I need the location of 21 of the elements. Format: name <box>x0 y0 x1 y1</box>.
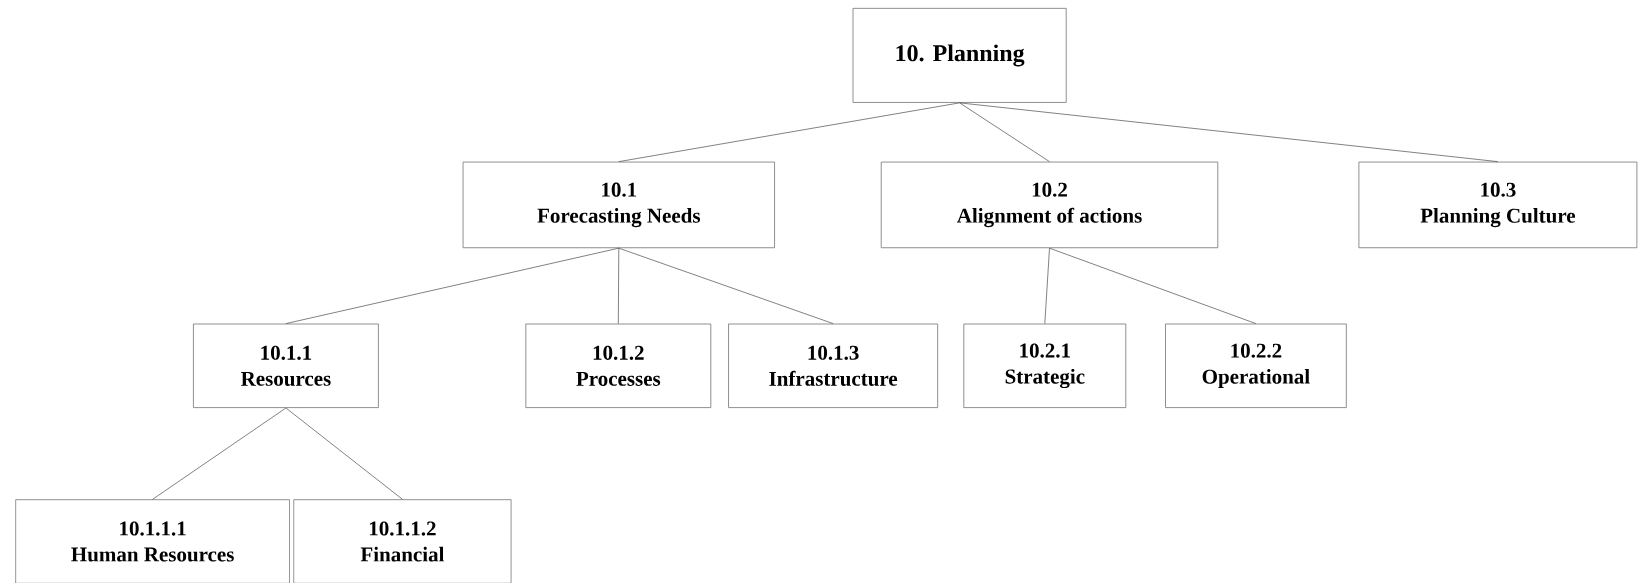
connector-line <box>617 247 620 324</box>
box: 10.1.1 Resources <box>193 323 379 408</box>
connector-line <box>959 102 1050 162</box>
box: 10.2.1 Strategic <box>963 323 1127 408</box>
box: 10.1.1.2 Financial <box>293 499 512 583</box>
box: 10.1 Forecasting Needs <box>462 161 775 249</box>
connector-line <box>1049 247 1257 324</box>
box: 10.2 Alignment of actions <box>880 161 1219 249</box>
connector-line <box>285 247 620 324</box>
connector-line <box>152 407 287 500</box>
box: 10.1.1.1 Human Resources <box>15 499 290 583</box>
box: 10.3 Planning Culture <box>1358 161 1638 249</box>
connector-line <box>1044 247 1050 324</box>
box: 10. Planning <box>852 7 1067 103</box>
box: 10.1.2 Processes <box>525 323 712 408</box>
connector-line <box>618 247 834 324</box>
box: 10.1.3 Infrastructure <box>728 323 939 408</box>
box: 10.2.2 Operational <box>1165 323 1347 408</box>
connector-line <box>959 102 1499 162</box>
connector-line <box>618 102 960 162</box>
connector-line <box>285 407 403 500</box>
